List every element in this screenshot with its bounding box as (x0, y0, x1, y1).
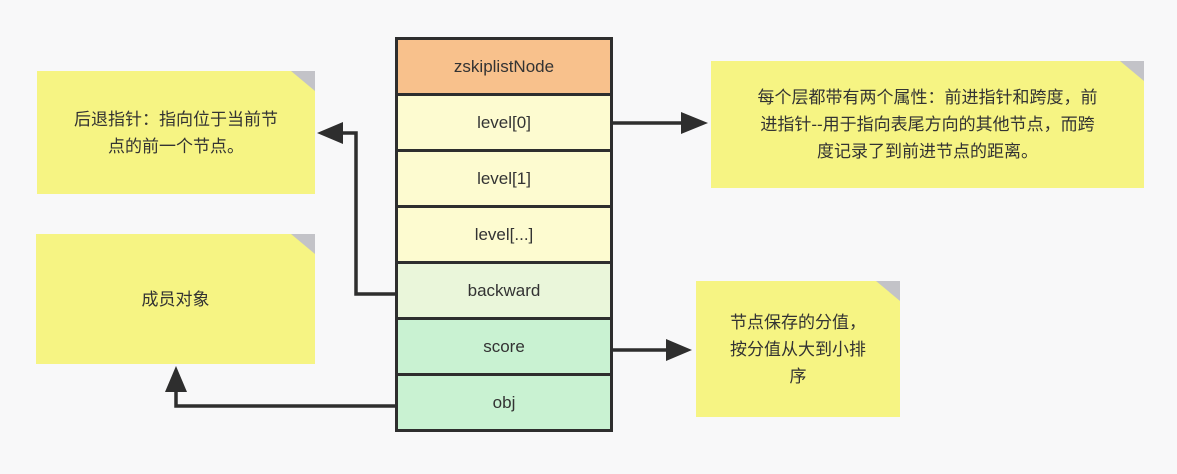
struct-field-obj: obj (395, 373, 613, 432)
note-score-value-text: 节点保存的分值， 按分值从大到小排 序 (730, 312, 866, 386)
note-level-properties-text: 每个层都带有两个属性：前进指针和跨度，前 进指针--用于指向表尾方向的其他节点，… (757, 88, 1098, 161)
folded-corner-icon (291, 71, 315, 91)
struct-field-backward: backward (395, 261, 613, 320)
struct-field-score: score (395, 317, 613, 376)
note-backward-pointer-text: 后退指针：指向位于当前节 点的前一个节点。 (74, 109, 278, 156)
note-member-object-text: 成员对象 (141, 289, 210, 309)
arrowhead-right-icon (681, 112, 708, 134)
arrow-obj-to-member-note (165, 366, 395, 408)
struct-field-level1: level[1] (395, 149, 613, 208)
struct-field-level-etc: level[...] (395, 205, 613, 264)
folded-corner-icon (876, 281, 900, 301)
note-level-properties: 每个层都带有两个属性：前进指针和跨度，前 进指针--用于指向表尾方向的其他节点，… (711, 61, 1144, 188)
struct-header-zskiplistnode: zskiplistNode (395, 37, 613, 96)
folded-corner-icon (291, 234, 315, 254)
arrow-score-to-score-note (613, 339, 692, 361)
arrow-backward-to-backward-note (317, 122, 395, 296)
arrowhead-right-icon (666, 339, 692, 361)
arrowhead-up-icon (165, 366, 187, 392)
arrow-level0-to-level-note (613, 112, 708, 134)
note-member-object: 成员对象 (36, 234, 315, 364)
note-score-value: 节点保存的分值， 按分值从大到小排 序 (696, 281, 900, 417)
struct-field-level0: level[0] (395, 93, 613, 152)
folded-corner-icon (1120, 61, 1144, 81)
arrowhead-left-icon (317, 122, 343, 144)
zskiplistnode-struct: zskiplistNode level[0] level[1] level[..… (395, 37, 613, 432)
note-backward-pointer: 后退指针：指向位于当前节 点的前一个节点。 (37, 71, 315, 194)
